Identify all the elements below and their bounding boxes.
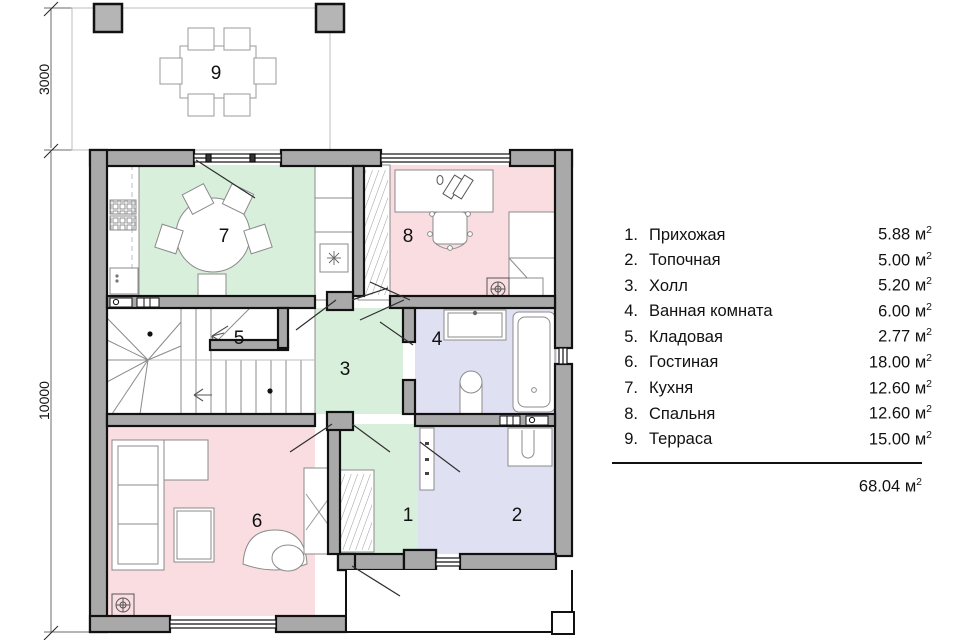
room-label-7: 7 [219, 226, 230, 247]
legend-number: 2. [624, 251, 638, 270]
legend-number: 3. [624, 276, 638, 295]
living-room-furniture [111, 439, 308, 617]
legend-room-name: Топочная [649, 251, 721, 270]
legend-room-name: Ванная комната [649, 302, 773, 321]
legend-row: 1. Прихожая 5.88 м2 [612, 224, 932, 250]
terrace-area [71, 2, 346, 151]
room-label-9: 9 [211, 63, 222, 84]
legend-area: 5.88 м2 [878, 224, 932, 244]
legend-number: 8. [624, 404, 638, 423]
legend-room-name: Гостиная [649, 353, 719, 372]
legend-row: 8. Спальня 12.60 м2 [612, 403, 932, 429]
legend-area: 12.60 м2 [868, 377, 932, 398]
legend-total-area: 68.04 м2 [858, 476, 922, 496]
legend-number: 6. [624, 353, 638, 372]
room-label-5: 5 [234, 328, 245, 349]
room-label-8: 8 [403, 226, 414, 247]
kitchen-pantry-column [314, 164, 354, 301]
legend-area: 5.20 м2 [878, 275, 932, 295]
legend-row: 7. Кухня 12.60 м2 [612, 378, 932, 404]
boiler-room-equipment [419, 427, 553, 491]
legend-row: 3. Холл 5.20 м2 [612, 275, 932, 301]
dimension-label-terrace: 3000 [36, 63, 52, 95]
terrace-dining-set [159, 27, 277, 117]
legend-room-name: Холл [649, 276, 688, 295]
room-label-3: 3 [340, 359, 351, 380]
legend-room-name: Кухня [649, 379, 694, 398]
legend-area: 12.60 м2 [868, 403, 932, 423]
legend-room-name: Спальня [649, 404, 716, 423]
windows [109, 153, 568, 629]
legend-number: 5. [624, 327, 638, 346]
legend-area: 2.77 м2 [878, 326, 932, 346]
legend-divider [612, 462, 922, 465]
room-label-4: 4 [432, 329, 443, 350]
room-legend: 1. Прихожая 5.88 м2 2. Топочная 5.00 м2 … [612, 224, 932, 497]
legend-room-name: Кладовая [649, 327, 723, 346]
legend-row: 5. Кладовая 2.77 м2 [612, 326, 932, 352]
legend-row: 9. Терраса 15.00 м2 [612, 429, 932, 455]
legend-total-row: 68.04 м2 [612, 476, 922, 497]
legend-row: 2. Топочная 5.00 м2 [612, 250, 932, 276]
legend-row: 4. Ванная комната 6.00 м2 [612, 301, 932, 327]
legend-room-name: Прихожая [649, 225, 726, 244]
legend-number: 4. [624, 302, 638, 321]
leader-lines [195, 159, 461, 597]
legend-area: 5.00 м2 [878, 249, 932, 270]
legend-room-name: Терраса [649, 430, 713, 449]
legend-area: 6.00 м2 [878, 300, 932, 321]
legend-area: 18.00 м2 [868, 351, 932, 372]
legend-number: 1. [624, 225, 638, 244]
bathroom-fixtures [443, 309, 556, 415]
room-number-labels: 9 7 8 5 3 4 6 1 2 [211, 63, 523, 532]
dimension-label-building: 10000 [36, 381, 52, 420]
legend-row: 6. Гостиная 18.00 м2 [612, 352, 932, 378]
entrance-porch [345, 570, 575, 635]
legend-number: 7. [624, 379, 638, 398]
legend-area: 15.00 м2 [868, 428, 932, 449]
room-label-2: 2 [512, 505, 523, 526]
walls [88, 148, 574, 634]
room-label-1: 1 [403, 505, 414, 526]
legend-number: 9. [624, 430, 638, 449]
room-label-6: 6 [252, 511, 263, 532]
